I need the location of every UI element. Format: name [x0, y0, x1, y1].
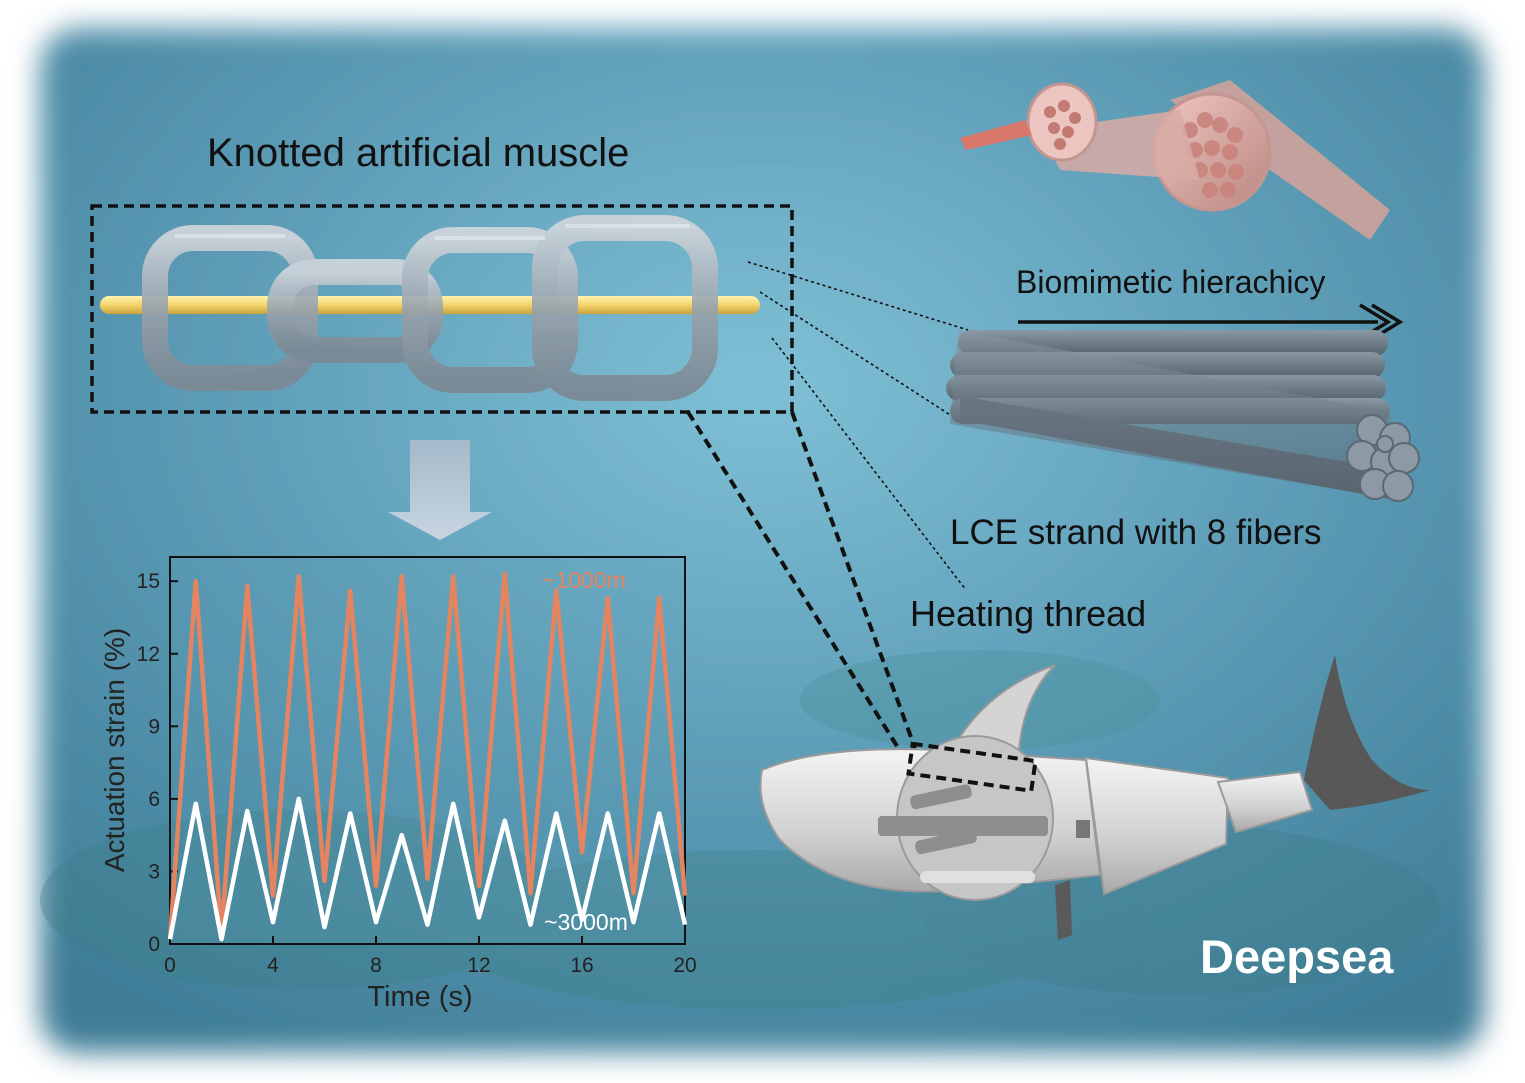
chart-x-axis-label: Time (s): [367, 981, 472, 1013]
muscle-bundle: [960, 80, 1390, 240]
deepsea-label: Deepsea: [1200, 930, 1394, 983]
knotted-muscle-label: Knotted artificial muscle: [207, 131, 630, 175]
x-tick-label: 16: [570, 954, 593, 977]
series-3000m-line: [167, 796, 688, 942]
x-tick-label: 4: [267, 954, 279, 977]
chain-link-2: [267, 259, 443, 363]
fish-zoom-box: [906, 741, 1038, 794]
leader-lines: [747, 261, 969, 591]
zoom-lines: [686, 410, 917, 772]
y-tick-label: 0: [148, 933, 160, 956]
down-arrow: [388, 440, 492, 540]
x-tick-label: 0: [164, 954, 176, 977]
chain-highlights: [175, 224, 690, 240]
lce-strand: [946, 330, 1420, 502]
knotted-muscle-box: [90, 204, 794, 414]
series-1000m-line: [167, 571, 688, 940]
heating-thread-label: Heating thread: [910, 593, 1147, 634]
series-3000m-label: ~3000m: [544, 909, 628, 935]
x-tick-label: 8: [370, 954, 382, 977]
robotic-fish: [759, 655, 1430, 940]
x-tick-label: 20: [673, 954, 696, 977]
series-1000m-label: ~1000m: [542, 567, 626, 593]
x-tick-label: 12: [467, 954, 490, 977]
chart-y-axis-label: Actuation strain (%): [99, 628, 130, 872]
lce-strand-label: LCE strand with 8 fibers: [950, 513, 1322, 552]
y-tick-label: 6: [148, 788, 160, 811]
y-tick-label: 15: [137, 570, 160, 593]
y-tick-label: 3: [148, 860, 160, 883]
y-tick-label: 9: [148, 715, 160, 738]
y-tick-label: 12: [137, 643, 160, 666]
chart-actuation-strain: 0 4 8 12 16 20 0 3 6 9 12 15 Time (s) Actuation st…: [99, 556, 697, 1013]
biomimetic-label: Biomimetic hierachicy: [1016, 264, 1326, 300]
